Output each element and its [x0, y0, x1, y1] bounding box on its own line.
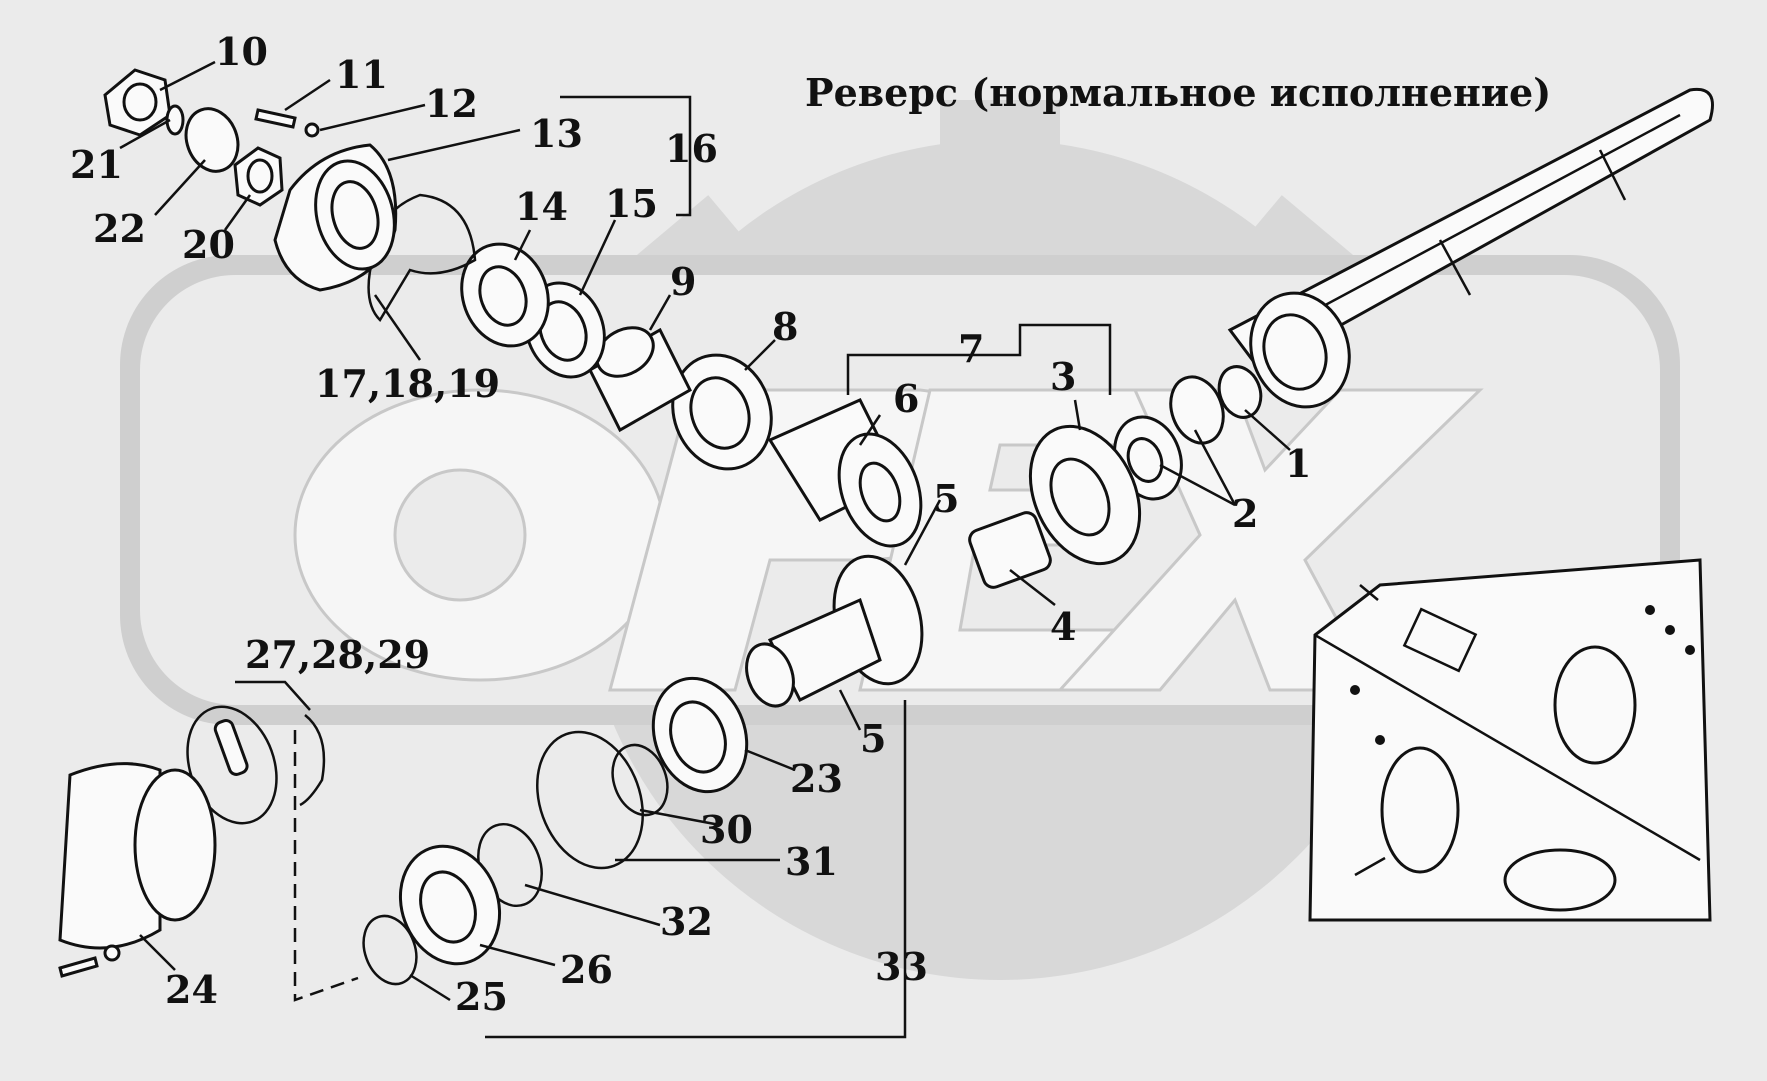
callout-10: 10 — [215, 29, 268, 74]
callout-13: 13 — [530, 111, 583, 156]
callout-16: 16 — [665, 126, 718, 171]
housing-inset — [1308, 558, 1712, 922]
callout-33: 33 — [875, 944, 928, 989]
callout-27-28-29: 27,28,29 — [245, 632, 430, 677]
callouts: 1 2 3 4 5 5 6 7 8 9 10 11 12 13 14 15 16… — [70, 29, 1311, 1019]
callout-7: 7 — [958, 326, 984, 371]
bearing-14 — [460, 242, 550, 348]
callout-1: 1 — [1285, 441, 1311, 486]
callout-20: 20 — [182, 222, 235, 267]
callout-25: 25 — [455, 974, 508, 1019]
main-shaft — [1227, 87, 1714, 372]
callout-2: 2 — [1232, 491, 1258, 536]
callout-14: 14 — [515, 184, 568, 229]
shaft-6-gear — [767, 398, 923, 548]
callout-12: 12 — [425, 81, 478, 126]
callout-9: 9 — [670, 259, 696, 304]
callout-30: 30 — [700, 807, 753, 852]
callout-32: 32 — [660, 899, 713, 944]
callout-24: 24 — [165, 967, 218, 1012]
callout-17-18-19: 17,18,19 — [315, 361, 500, 406]
callout-11: 11 — [335, 52, 388, 97]
callout-5-upper: 5 — [933, 476, 959, 521]
leader-lines — [119, 60, 1291, 1039]
callout-26: 26 — [560, 947, 613, 992]
callout-3: 3 — [1050, 354, 1076, 399]
cover-24 — [58, 762, 217, 978]
gear-shaft-5 — [745, 554, 924, 708]
callout-8: 8 — [772, 304, 798, 349]
bearing-23 — [651, 676, 749, 794]
callout-31: 31 — [785, 839, 838, 884]
nut-10-washers — [103, 68, 320, 207]
bearing-8 — [671, 353, 773, 471]
diagram-title: Реверс (нормальное исполнение) — [805, 70, 1552, 115]
rings-30-31 — [536, 730, 669, 870]
bearing-26-rings — [362, 822, 543, 986]
callout-22: 22 — [93, 206, 146, 251]
bevel-gear-3 — [1028, 424, 1142, 566]
callout-6: 6 — [893, 376, 919, 421]
callout-4: 4 — [1050, 604, 1076, 649]
cover-13 — [273, 143, 398, 292]
callout-21: 21 — [70, 142, 123, 187]
callout-23: 23 — [790, 756, 843, 801]
sleeve-9 — [588, 326, 692, 433]
callout-15: 15 — [605, 181, 658, 226]
callout-5-lower: 5 — [860, 716, 886, 761]
